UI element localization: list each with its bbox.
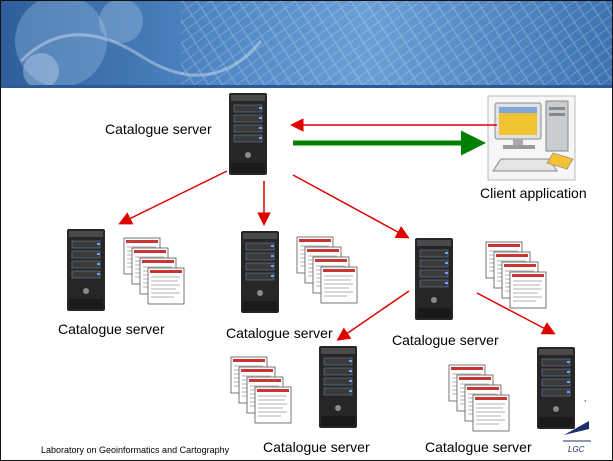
server-icon-middle [240,230,280,314]
header-rule [1,85,612,88]
header-banner [1,1,612,85]
server-bottom-right-label: Catalogue server [425,439,532,455]
header-pattern [15,1,612,85]
document-stack-icon [231,357,291,423]
server-left-label: Catalogue server [58,321,165,337]
server-middle-label: Catalogue server [226,325,333,341]
small-mark: , [584,394,586,403]
document-stack-icon [124,238,184,304]
document-stack-icon [297,237,357,303]
arrow-to-right-server [292,174,410,239]
client-application-label: Client application [480,185,587,201]
server-icon-bottom-right [536,346,576,430]
arrow-to-bottom-left-server [336,290,410,341]
document-stack-icon [486,242,546,308]
svg-text:LGC: LGC [568,445,585,454]
server-icon-left [66,228,106,312]
lgc-logo: LGC [563,421,591,454]
footer-text: Laboratory on Geoinformatics and Cartogr… [41,445,230,455]
server-bottom-left-label: Catalogue server [263,439,370,455]
arrow-to-left-server [118,170,228,225]
root-server-label: Catalogue server [105,121,212,137]
server-right-label: Catalogue server [392,332,499,348]
server-icon-right [414,237,454,321]
document-stack-icon [449,365,509,431]
root-server-icon [228,92,268,176]
server-icon-bottom-left [318,345,358,429]
desktop-computer-icon [487,95,576,181]
arrow-to-bottom-right-server [476,292,556,335]
